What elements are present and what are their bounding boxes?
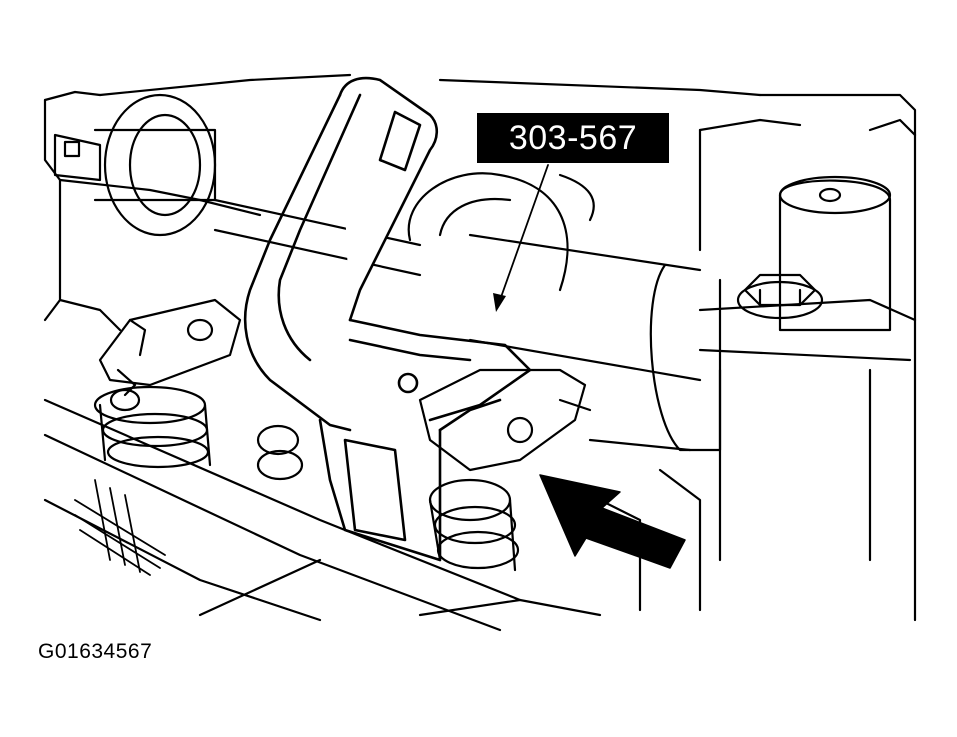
figure-id: G01634567 [38,640,153,663]
bolt-icon [736,273,824,320]
center-valve-spring [256,424,520,572]
left-cam-lobe [53,93,217,237]
bearing-cap [649,118,917,562]
hatch-pattern [74,479,166,576]
direction-arrow-icon [539,474,686,569]
left-rocker-arm [98,298,242,397]
camshaft [213,198,702,382]
callout-leader [493,164,549,312]
left-valve-spring [93,385,212,469]
center-cam-lobe [407,172,595,292]
special-tool-303-567 [243,76,532,562]
cylinder-head-outline [43,73,917,622]
center-rocker-arm [418,368,592,472]
tool-number-label: 303-567 [477,113,669,163]
lower-frame [43,398,702,632]
